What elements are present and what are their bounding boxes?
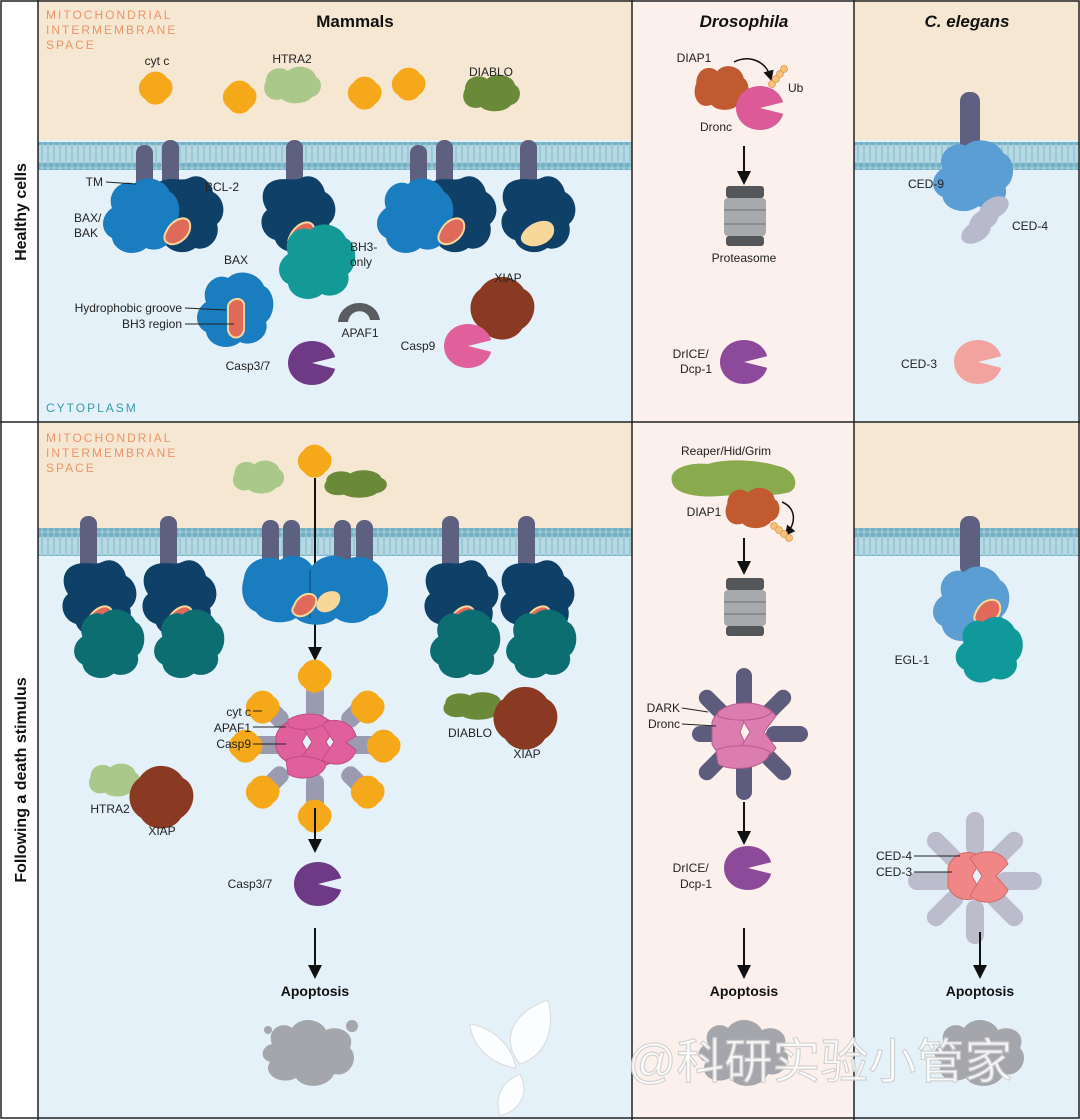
tm-helix	[518, 516, 535, 574]
ubiquitin-chain-icon	[768, 65, 788, 88]
rhg-icon	[671, 460, 796, 497]
svg-text:INTERMEMBRANE: INTERMEMBRANE	[46, 23, 177, 37]
ims-label-top: MITOCHONDRIAL INTERMEMBRANE SPACE	[46, 8, 177, 52]
cytoplasm-label: CYTOPLASM	[46, 401, 138, 415]
label-casp9: Casp9	[216, 737, 251, 751]
ubiquitin-arrow	[733, 58, 774, 82]
label-dark: DARK	[647, 701, 680, 715]
watermark: @科研实验小管家	[469, 999, 1013, 1117]
label-hydrophobic-groove: Hydrophobic groove	[75, 301, 183, 315]
ims-label-bottom: MITOCHONDRIAL INTERMEMBRANE SPACE	[46, 431, 177, 475]
column-header-drosophila: Drosophila	[700, 12, 789, 31]
mammals-death-cytoplasm: cyt c APAF1 Casp9 DIABLO XIAP HTRA2 XIAP…	[88, 659, 558, 1086]
label-bh3-region: BH3 region	[122, 317, 182, 331]
apoptotic-body-icon	[262, 1019, 355, 1086]
celegans-healthy: CED-9 CED-4 CED-3	[901, 92, 1048, 384]
label-apaf1: APAF1	[341, 326, 378, 340]
proteasome-icon	[724, 578, 766, 636]
bh3-region	[291, 592, 318, 618]
label-bh3only: BH3- only	[350, 240, 381, 269]
label-drice: DrICE/ Dcp-1	[673, 347, 713, 376]
ubiquitin-chain-icon	[770, 522, 793, 542]
apoptotic-body-icon	[698, 1019, 789, 1086]
label-casp37: Casp3/7	[228, 877, 273, 891]
label-rhg: Reaper/Hid/Grim	[681, 444, 771, 458]
row-header-healthy: Healthy cells	[13, 163, 30, 261]
label-diap1: DIAP1	[687, 505, 722, 519]
empty-groove	[316, 591, 341, 613]
label-htra2: HTRA2	[272, 52, 312, 66]
drosophila-death: Reaper/Hid/Grim DIAP1	[647, 444, 808, 1086]
label-diablo: DIABLO	[448, 726, 492, 740]
label-drice: DrICE/ Dcp-1	[673, 861, 713, 891]
label-casp9: Casp9	[401, 339, 436, 353]
apoptosome-icon	[228, 659, 401, 833]
label-xiap: XIAP	[494, 271, 521, 285]
label-ub: Ub	[788, 81, 804, 95]
label-ced4: CED-4	[876, 849, 912, 863]
label-cytc: cyt c	[226, 705, 251, 719]
bax-pore-icon	[242, 555, 389, 625]
mammals-healthy-ims: cyt c HTRA2 DIABLO	[138, 52, 520, 114]
label-bax: BAX	[224, 253, 248, 267]
watermark-text: @科研实验小管家	[628, 1036, 1013, 1089]
label-ced9: CED-9	[908, 177, 944, 191]
dark-apoptosome-icon	[692, 668, 808, 800]
label-apoptosis: Apoptosis	[281, 983, 350, 999]
leaf-logo-icon	[469, 999, 551, 1117]
label-bcl2: BCL-2	[205, 180, 239, 194]
bh3-region	[227, 298, 245, 339]
mammals-healthy-membrane-proteins: TM BCL-2 BAX/ BAK BH3- only	[74, 140, 576, 299]
ced4-apoptosome-icon	[908, 812, 1042, 944]
label-diablo: DIABLO	[469, 65, 513, 79]
bh3-region	[163, 217, 192, 246]
bh3-region	[437, 217, 466, 246]
label-xiap: XIAP	[513, 747, 540, 761]
tm-helix	[442, 516, 459, 574]
tm-helix	[160, 516, 177, 574]
label-apoptosis: Apoptosis	[710, 983, 779, 999]
empty-groove	[520, 220, 555, 247]
tm-helix	[80, 516, 97, 574]
label-dronc: Dronc	[648, 717, 680, 731]
row-header-death: Following a death stimulus	[13, 677, 30, 882]
svg-text:INTERMEMBRANE: INTERMEMBRANE	[46, 446, 177, 460]
celegans-death: EGL-1 CED-4 CED-3 Apoptosis	[876, 516, 1042, 1086]
label-apoptosis: Apoptosis	[946, 983, 1015, 999]
label-ced3: CED-3	[876, 865, 912, 879]
proteasome-icon	[724, 186, 766, 246]
label-cytc: cyt c	[145, 54, 170, 68]
svg-text:MITOCHONDRIAL: MITOCHONDRIAL	[46, 8, 172, 22]
label-casp37: Casp3/7	[226, 359, 271, 373]
column-header-mammals: Mammals	[316, 12, 393, 31]
label-proteasome: Proteasome	[712, 251, 777, 265]
ubiquitin-arrow	[781, 501, 796, 537]
label-ced3: CED-3	[901, 357, 937, 371]
label-xiap: XIAP	[148, 824, 175, 838]
apaf1-icon	[338, 302, 380, 322]
svg-text:SPACE: SPACE	[46, 38, 96, 52]
mammals-death-membrane	[62, 516, 577, 679]
label-dronc: Dronc	[700, 120, 732, 134]
apoptotic-body-icon	[934, 1019, 1025, 1086]
label-diap1: DIAP1	[677, 51, 712, 65]
label-apaf1: APAF1	[214, 721, 251, 735]
label-ced4: CED-4	[1012, 219, 1048, 233]
label-htra2: HTRA2	[90, 802, 130, 816]
tm-helix	[960, 516, 980, 576]
label-egl1: EGL-1	[895, 653, 930, 667]
svg-text:SPACE: SPACE	[46, 461, 96, 475]
mammals-healthy-cytoplasm: BAX Hydrophobic groove BH3 region Casp3/…	[75, 253, 535, 385]
tm-helix	[960, 92, 980, 152]
label-baxbak: BAX/ BAK	[74, 211, 105, 240]
drosophila-healthy: DIAP1 Ub Dronc Proteasome DrICE/ Dcp-1	[673, 51, 804, 384]
column-header-celegans: C. elegans	[924, 12, 1009, 31]
svg-text:MITOCHONDRIAL: MITOCHONDRIAL	[46, 431, 172, 445]
label-tm: TM	[86, 175, 103, 189]
ced4-icon	[961, 196, 1009, 244]
